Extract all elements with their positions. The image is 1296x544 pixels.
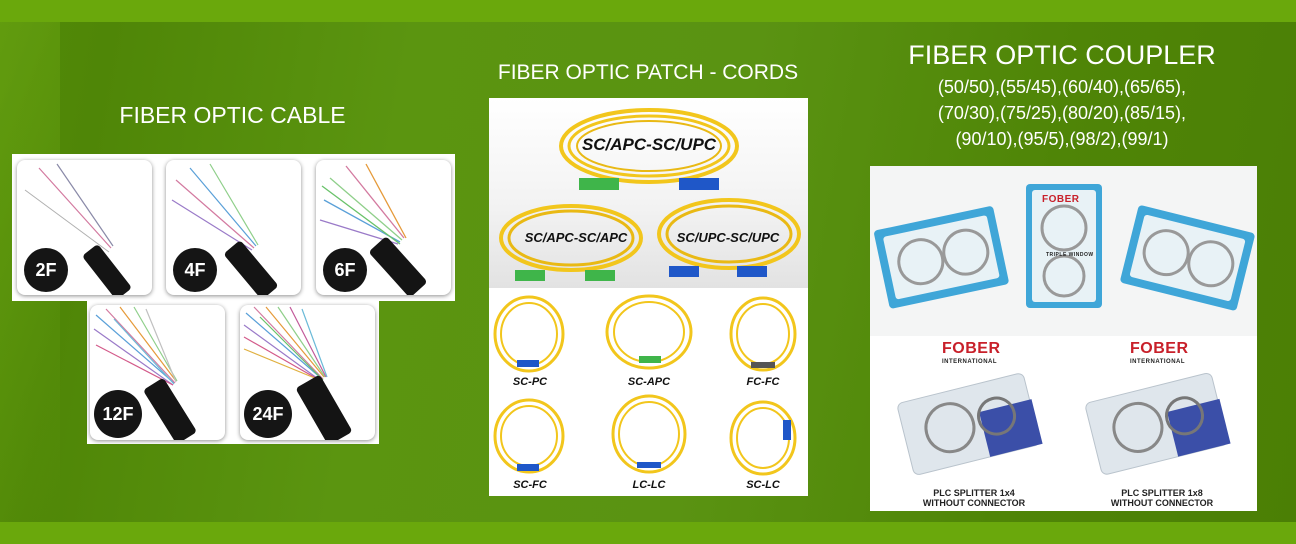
cable-badge-12f: 12F — [94, 390, 142, 438]
coupler-boxes-area: FOBER TRIPLE WINDOW — [870, 166, 1257, 336]
cord-label-sc-apc-sc-upc: SC/APC-SC/UPC — [581, 135, 717, 154]
cable-6f-image — [319, 163, 427, 295]
cable-tile-12f: 12F — [90, 305, 225, 440]
cable-badge-2f: 2F — [24, 248, 68, 292]
cable-2f-image — [24, 163, 131, 295]
coil-label-fc-fc: FC-FC — [746, 376, 780, 388]
coupler-ratios-line-1: (50/50),(55/45),(60/40),(65/65), — [937, 77, 1187, 97]
coil-label-sc-apc: SC-APC — [627, 376, 671, 388]
coil-label-sc-lc: SC-LC — [746, 479, 780, 491]
splitter-1x8-label: PLC SPLITTER 1x8 WITHOUT CONNECTOR — [1092, 488, 1232, 508]
coil-label-sc-pc: SC-PC — [512, 376, 548, 388]
cord-label-sc-upc-sc-upc: SC/UPC-SC/UPC — [676, 230, 780, 245]
bottom-band — [0, 522, 1296, 544]
coupler-box-caption: TRIPLE WINDOW — [1046, 252, 1094, 258]
coupler-ratios: (50/50),(55/45),(60/40),(65/65), (70/30)… — [862, 74, 1262, 152]
plc-splitter-image — [897, 372, 1231, 475]
splitter-1x4-line-2: WITHOUT CONNECTOR — [922, 498, 1026, 508]
cable-title: FIBER OPTIC CABLE — [119, 102, 346, 128]
coil-label-lc-lc: LC-LC — [632, 479, 666, 491]
cord-label-sc-apc-sc-apc: SC/APC-SC/APC — [524, 230, 628, 245]
splitter-1x4-line-1: PLC SPLITTER 1x4 — [933, 488, 1015, 498]
cable-tile-6f: 6F — [316, 160, 451, 295]
brand-sub-right: INTERNATIONAL — [1130, 359, 1186, 365]
cable-tile-4f: 4F — [166, 160, 301, 295]
cable-badge-6f: 6F — [323, 248, 367, 292]
top-band — [0, 0, 1296, 22]
patch-cord-loops-image — [499, 108, 801, 281]
patch-cords-title: FIBER OPTIC PATCH - CORDS — [497, 61, 799, 84]
cable-tile-24f: 24F — [240, 305, 375, 440]
brand-logo-right: FOBER — [1130, 340, 1189, 357]
cable-4f-image — [171, 163, 278, 295]
cable-tile-2f: 2F — [17, 160, 152, 295]
brand-logo-left: FOBER — [942, 340, 1001, 357]
coupler-boxes-image — [874, 184, 1255, 311]
splitter-1x8-line-1: PLC SPLITTER 1x8 — [1121, 488, 1203, 498]
coil-label-sc-fc: SC-FC — [513, 479, 547, 491]
cable-12f-image — [93, 306, 196, 440]
patch-cords-top-panel: SC/APC-SC/UPC SC/APC-SC/APC SC/UPC-SC/UP… — [489, 98, 808, 289]
coupler-ratios-line-2: (70/30),(75/25),(80/20),(85/15), — [937, 103, 1187, 123]
coupler-ratios-line-3: (90/10),(95/5),(98/2),(99/1) — [955, 129, 1169, 149]
coupler-image-panel: FOBER TRIPLE WINDOW FOBER INTERNATIONAL … — [870, 166, 1257, 511]
splitter-1x4-label: PLC SPLITTER 1x4 WITHOUT CONNECTOR — [904, 488, 1044, 508]
cable-badge-4f: 4F — [173, 248, 217, 292]
cable-24f-image — [243, 306, 352, 440]
splitter-1x8-line-2: WITHOUT CONNECTOR — [1110, 498, 1214, 508]
patch-cord-coils-image — [493, 294, 797, 476]
cable-badge-24f: 24F — [244, 390, 292, 438]
brand-sub-left: INTERNATIONAL — [942, 359, 998, 365]
coupler-box-brand: FOBER — [1042, 194, 1080, 205]
patch-cords-coils-panel: SC-PC SC-APC FC-FC SC-FC LC-LC SC-LC — [489, 288, 808, 496]
coupler-title: FIBER OPTIC COUPLER — [908, 40, 1216, 70]
